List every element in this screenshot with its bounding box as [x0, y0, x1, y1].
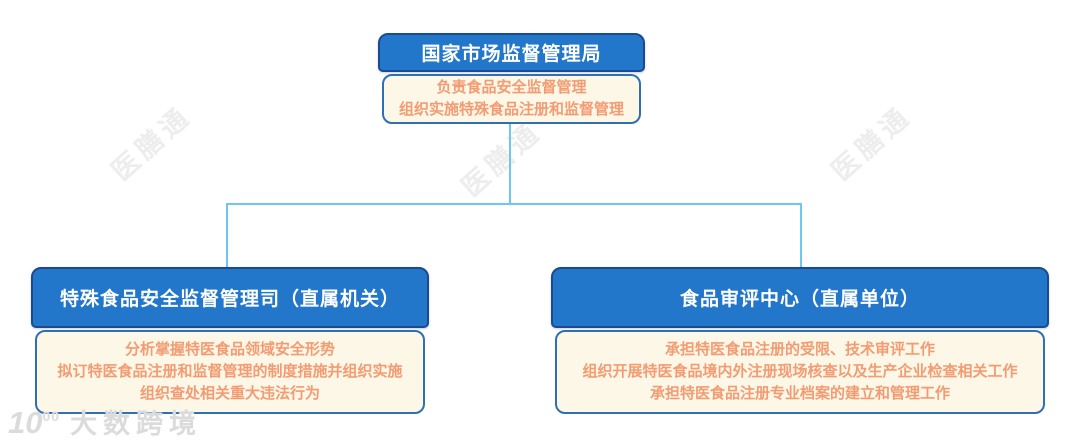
brand-logo-icon: 10	[8, 405, 43, 440]
node-title-root: 国家市场监督管理局	[378, 33, 645, 72]
watermark-text: 医膳通	[825, 100, 918, 187]
connector-horizontal	[226, 203, 802, 205]
org-node-special-food-dept: 特殊食品安全监督管理司（直属机关） 分析掌握特医食品领域安全形势 拟订特医食品注…	[31, 267, 429, 414]
node-desc-line: 组织实施特殊食品注册和监督管理	[398, 101, 624, 118]
node-description-food-review-center: 承担特医食品注册的受限、技术审评工作 组织开展特医食品境内外注册现场核查以及生产…	[555, 330, 1045, 414]
node-desc-line: 承担特医食品注册的受限、技术审评工作	[664, 340, 935, 358]
connector-right-drop	[800, 203, 802, 268]
node-desc-line: 负责食品安全监督管理	[436, 78, 587, 96]
node-desc-line: 组织查处相关重大违法行为	[139, 385, 320, 403]
watermark-text: 医膳通	[105, 100, 198, 187]
brand-logo-text: 大数跨境	[70, 409, 203, 439]
node-desc-line: 拟订特医食品注册和监督管理的制度措施并组织实施	[57, 362, 403, 380]
watermark-text: 医膳通	[455, 116, 548, 203]
connector-root-stem	[509, 124, 511, 204]
connector-left-drop	[226, 203, 228, 268]
node-desc-line: 组织开展特医食品境内外注册现场核查以及生产企业检查相关工作	[582, 362, 1018, 380]
org-node-food-review-center: 食品审评中心（直属单位） 承担特医食品注册的受限、技术审评工作 组织开展特医食品…	[551, 267, 1049, 414]
brand-logo-icon-sup: 00	[42, 408, 61, 424]
node-desc-line: 分析掌握特医食品领域安全形势	[124, 340, 335, 358]
node-description-special-food-dept: 分析掌握特医食品领域安全形势 拟订特医食品注册和监督管理的制度措施并组织实施 组…	[35, 330, 425, 414]
node-title-special-food-dept: 特殊食品安全监督管理司（直属机关）	[31, 267, 429, 328]
org-node-root: 国家市场监督管理局 负责食品安全监督管理 组织实施特殊食品注册和监督管理	[378, 33, 645, 124]
node-desc-line: 承担特医食品注册专业档案的建立和管理工作	[649, 385, 950, 403]
node-description-root: 负责食品安全监督管理 组织实施特殊食品注册和监督管理	[382, 74, 641, 124]
node-title-food-review-center: 食品审评中心（直属单位）	[551, 267, 1049, 328]
